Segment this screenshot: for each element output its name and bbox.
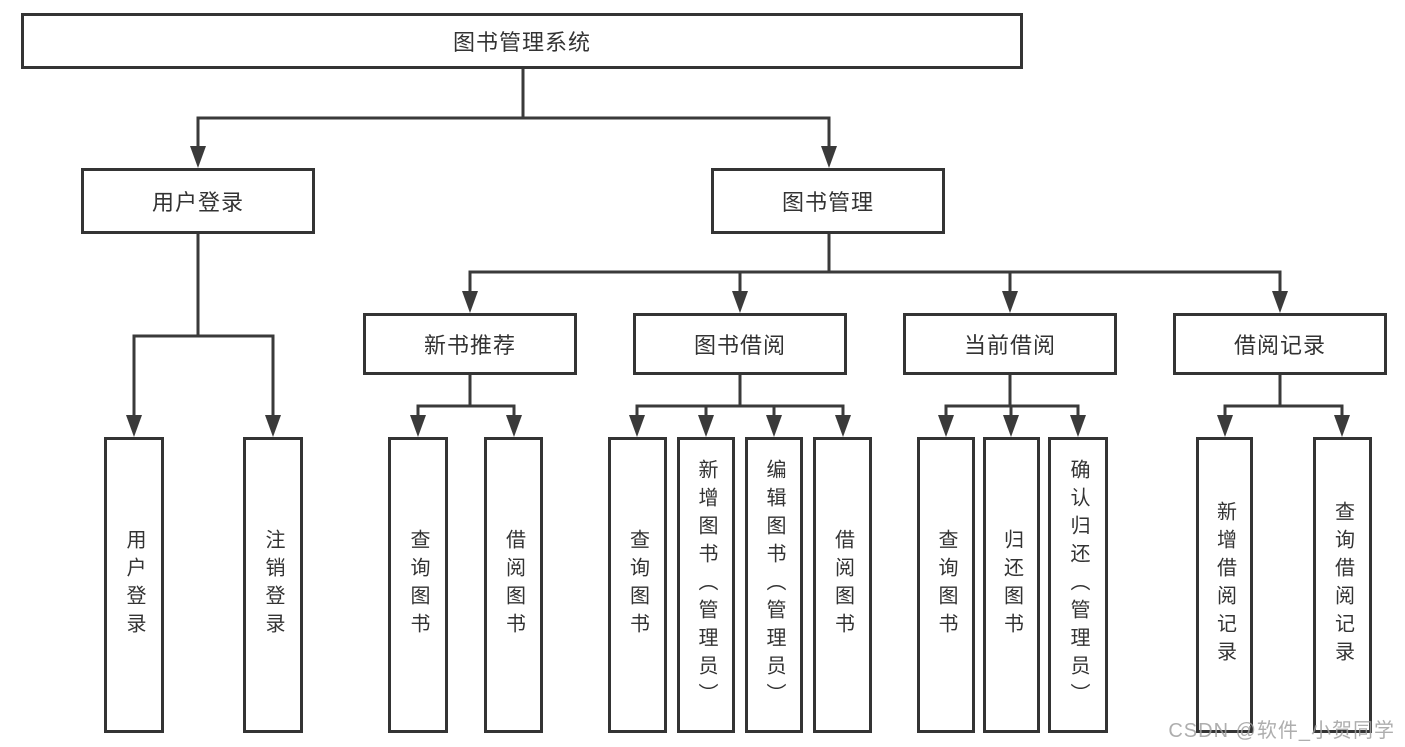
leaf-recommend-borrow-books: 借阅图书	[484, 437, 543, 733]
node-book-borrowing: 图书借阅	[633, 313, 847, 375]
leaf-add-borrow-record-label: 新增借阅记录	[1213, 501, 1236, 669]
node-new-book-recommendation: 新书推荐	[363, 313, 577, 375]
leaf-borrowing-query-books: 查询图书	[608, 437, 667, 733]
node-current-borrowing: 当前借阅	[903, 313, 1117, 375]
leaf-recommend-borrow-books-label: 借阅图书	[502, 529, 525, 641]
leaf-recommend-query-books: 查询图书	[388, 437, 448, 733]
leaf-edit-books-admin-label: 编辑图书（管理员）	[763, 459, 785, 711]
leaf-confirm-return-admin-label: 确认归还（管理员）	[1067, 459, 1089, 711]
watermark: CSDN @软件_小贺同学	[1168, 720, 1395, 742]
node-user-login-label: 用户登录	[151, 190, 244, 215]
leaf-add-books-admin: 新增图书（管理员）	[677, 437, 735, 733]
leaf-edit-books-admin: 编辑图书（管理员）	[745, 437, 803, 733]
node-current-borrowing-label: 当前借阅	[963, 333, 1056, 358]
leaf-user-login-label: 用户登录	[123, 529, 145, 641]
node-book-management-label: 图书管理	[781, 190, 874, 215]
leaf-borrowing-borrow-books-label: 借阅图书	[831, 529, 854, 641]
leaf-return-books: 归还图书	[983, 437, 1040, 733]
leaf-logout: 注销登录	[243, 437, 303, 733]
leaf-query-borrow-record-label: 查询借阅记录	[1331, 501, 1354, 669]
leaf-borrowing-query-books-label: 查询图书	[626, 529, 649, 641]
leaf-return-books-label: 归还图书	[1000, 529, 1023, 641]
leaf-current-query-books: 查询图书	[917, 437, 975, 733]
node-book-management: 图书管理	[711, 168, 945, 234]
leaf-query-borrow-record: 查询借阅记录	[1313, 437, 1372, 733]
node-borrowing-records-label: 借阅记录	[1233, 333, 1326, 358]
node-library-system-label: 图书管理系统	[452, 30, 591, 55]
node-new-book-recommendation-label: 新书推荐	[423, 333, 516, 358]
leaf-logout-label: 注销登录	[262, 529, 284, 641]
node-book-borrowing-label: 图书借阅	[693, 333, 786, 358]
node-library-system: 图书管理系统	[21, 13, 1023, 69]
leaf-user-login: 用户登录	[104, 437, 164, 733]
leaf-confirm-return-admin: 确认归还（管理员）	[1048, 437, 1108, 733]
node-borrowing-records: 借阅记录	[1173, 313, 1387, 375]
leaf-borrowing-borrow-books: 借阅图书	[813, 437, 872, 733]
leaf-recommend-query-books-label: 查询图书	[407, 529, 429, 641]
leaf-add-borrow-record: 新增借阅记录	[1196, 437, 1253, 733]
leaf-add-books-admin-label: 新增图书（管理员）	[695, 459, 717, 711]
node-user-login: 用户登录	[81, 168, 315, 234]
leaf-current-query-books-label: 查询图书	[935, 529, 957, 641]
